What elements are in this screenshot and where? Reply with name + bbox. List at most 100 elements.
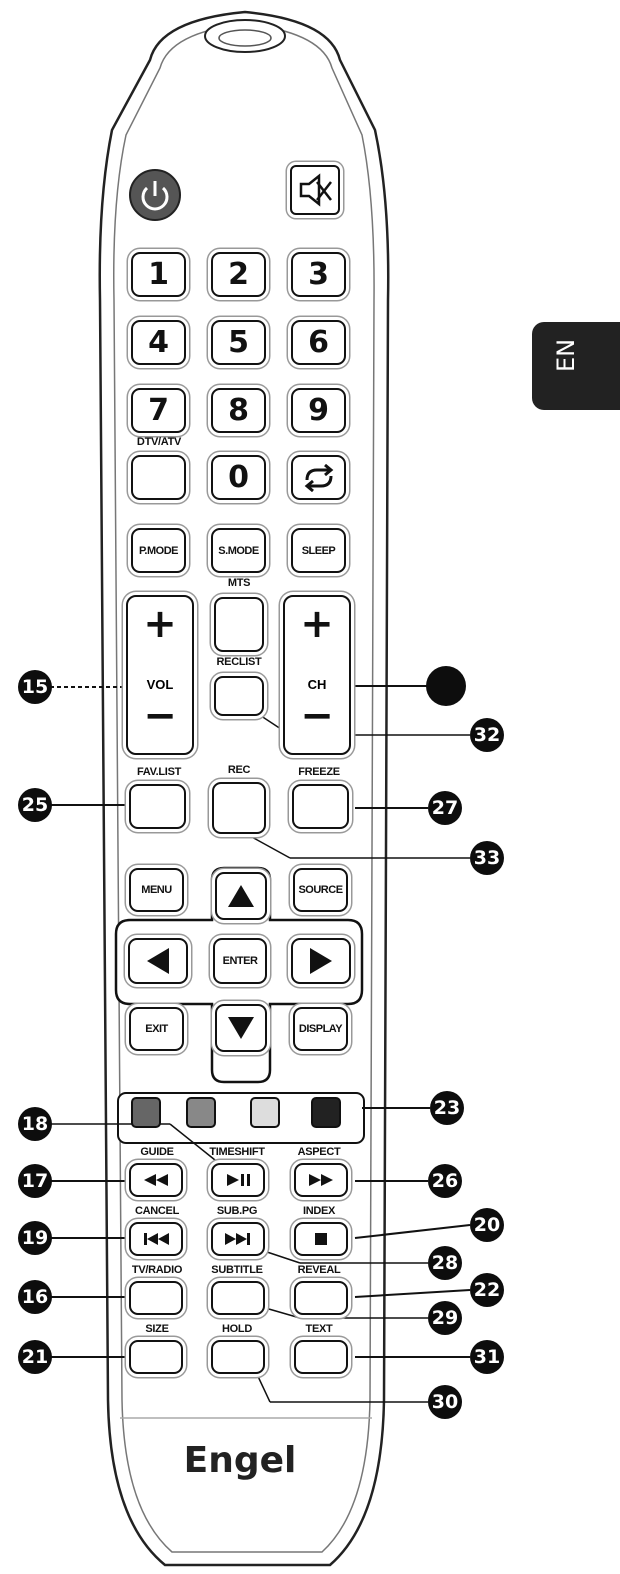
reclist-button[interactable] xyxy=(214,676,264,716)
red-key[interactable] xyxy=(131,1097,161,1128)
arrow-left-icon xyxy=(147,948,169,974)
volume-label: VOL xyxy=(146,677,174,692)
stop-icon xyxy=(315,1233,327,1245)
reclist-label: RECLIST xyxy=(216,656,262,668)
callout-25: 25 xyxy=(18,788,52,822)
display-button[interactable]: DISPLAY xyxy=(293,1007,348,1051)
callout-18: 18 xyxy=(18,1107,52,1141)
channel-down[interactable]: − xyxy=(300,693,334,739)
cancel-label: CANCEL xyxy=(134,1205,180,1217)
mts-button[interactable] xyxy=(214,597,264,652)
mute-button[interactable] xyxy=(290,165,340,215)
callout-15: 15 xyxy=(18,670,52,704)
freeze-label: FREEZE xyxy=(298,766,340,778)
rec-button[interactable] xyxy=(212,782,266,834)
callout-19: 19 xyxy=(18,1221,52,1255)
callout-20: 20 xyxy=(470,1208,504,1242)
callout-29: 29 xyxy=(428,1301,462,1335)
recall-button[interactable] xyxy=(291,455,346,500)
callout-21: 21 xyxy=(18,1340,52,1374)
digit-1-button[interactable]: 1 xyxy=(131,252,186,297)
arrow-up-icon xyxy=(228,885,254,907)
digit-3-button[interactable]: 3 xyxy=(291,252,346,297)
digit-4-button[interactable]: 4 xyxy=(131,320,186,365)
size-button[interactable] xyxy=(129,1340,183,1374)
yellow-key[interactable] xyxy=(250,1097,280,1128)
callout-17: 17 xyxy=(18,1164,52,1198)
channel-up[interactable]: + xyxy=(300,601,334,647)
sleep-button[interactable]: SLEEP xyxy=(291,528,346,573)
text-label: TEXT xyxy=(305,1323,333,1335)
freeze-button[interactable] xyxy=(292,784,349,829)
enter-button[interactable]: ENTER xyxy=(213,938,267,984)
hold-label: HOLD xyxy=(222,1323,252,1335)
callout-27: 27 xyxy=(428,791,462,825)
fast-forward-icon xyxy=(309,1174,333,1186)
callout-28: 28 xyxy=(428,1246,462,1280)
digit-0-button[interactable]: 0 xyxy=(211,455,266,500)
subtitle-button[interactable] xyxy=(211,1281,265,1315)
green-key[interactable] xyxy=(186,1097,216,1128)
dtv-atv-button[interactable] xyxy=(131,455,186,500)
sub-pg-button[interactable] xyxy=(211,1222,265,1256)
volume-up[interactable]: + xyxy=(143,601,177,647)
volume-down[interactable]: − xyxy=(143,693,177,739)
nav-down-button[interactable] xyxy=(215,1004,267,1052)
nav-up-button[interactable] xyxy=(215,872,267,920)
callout-31: 31 xyxy=(470,1340,504,1374)
s-mode-button[interactable]: S.MODE xyxy=(211,528,266,573)
play-pause-icon xyxy=(227,1174,250,1186)
source-button[interactable]: SOURCE xyxy=(293,868,348,912)
power-button[interactable] xyxy=(129,169,181,221)
digit-9-button[interactable]: 9 xyxy=(291,388,346,433)
power-icon xyxy=(141,181,169,211)
aspect-button[interactable] xyxy=(294,1163,348,1197)
nav-right-button[interactable] xyxy=(291,938,351,984)
sub-pg-label: SUB.PG xyxy=(216,1205,258,1217)
exit-button[interactable]: EXIT xyxy=(129,1007,184,1051)
guide-label: GUIDE xyxy=(140,1146,174,1158)
cancel-button[interactable] xyxy=(129,1222,183,1256)
guide-button[interactable] xyxy=(129,1163,183,1197)
fav-list-button[interactable] xyxy=(129,784,186,829)
fav-list-label: FAV.LIST xyxy=(136,766,182,778)
reveal-button[interactable] xyxy=(294,1281,348,1315)
digit-7-button[interactable]: 7 xyxy=(131,388,186,433)
channel-rocker[interactable]: + CH − xyxy=(283,595,351,755)
p-mode-button[interactable]: P.MODE xyxy=(131,528,186,573)
arrow-down-icon xyxy=(228,1017,254,1039)
index-label: INDEX xyxy=(302,1205,336,1217)
digit-8-button[interactable]: 8 xyxy=(211,388,266,433)
nav-left-button[interactable] xyxy=(128,938,188,984)
callout-33: 33 xyxy=(470,841,504,875)
index-button[interactable] xyxy=(294,1222,348,1256)
recall-icon xyxy=(304,463,333,492)
volume-rocker[interactable]: + VOL − xyxy=(126,595,194,755)
callout-32: 32 xyxy=(470,718,504,752)
tv-radio-button[interactable] xyxy=(129,1281,183,1315)
subtitle-label: SUBTITLE xyxy=(211,1264,263,1276)
size-label: SIZE xyxy=(145,1323,169,1335)
language-tab-label: EN xyxy=(552,338,580,372)
timeshift-button[interactable] xyxy=(211,1163,265,1197)
mute-icon xyxy=(299,173,332,207)
digit-2-button[interactable]: 2 xyxy=(211,252,266,297)
callout-23: 23 xyxy=(430,1091,464,1125)
channel-label: CH xyxy=(307,677,327,692)
callout-30: 30 xyxy=(428,1385,462,1419)
callout-unlabeled xyxy=(426,666,466,706)
dtv-atv-label: DTV/ATV xyxy=(136,436,182,448)
hold-button[interactable] xyxy=(211,1340,265,1374)
timeshift-label: TIMESHIFT xyxy=(209,1146,265,1158)
language-tab: EN xyxy=(532,322,620,410)
reveal-label: REVEAL xyxy=(297,1264,341,1276)
menu-button[interactable]: MENU xyxy=(129,868,184,912)
text-button[interactable] xyxy=(294,1340,348,1374)
callout-26: 26 xyxy=(428,1164,462,1198)
digit-5-button[interactable]: 5 xyxy=(211,320,266,365)
aspect-label: ASPECT xyxy=(297,1146,341,1158)
blue-key[interactable] xyxy=(311,1097,341,1128)
mts-label: MTS xyxy=(227,577,251,589)
digit-6-button[interactable]: 6 xyxy=(291,320,346,365)
